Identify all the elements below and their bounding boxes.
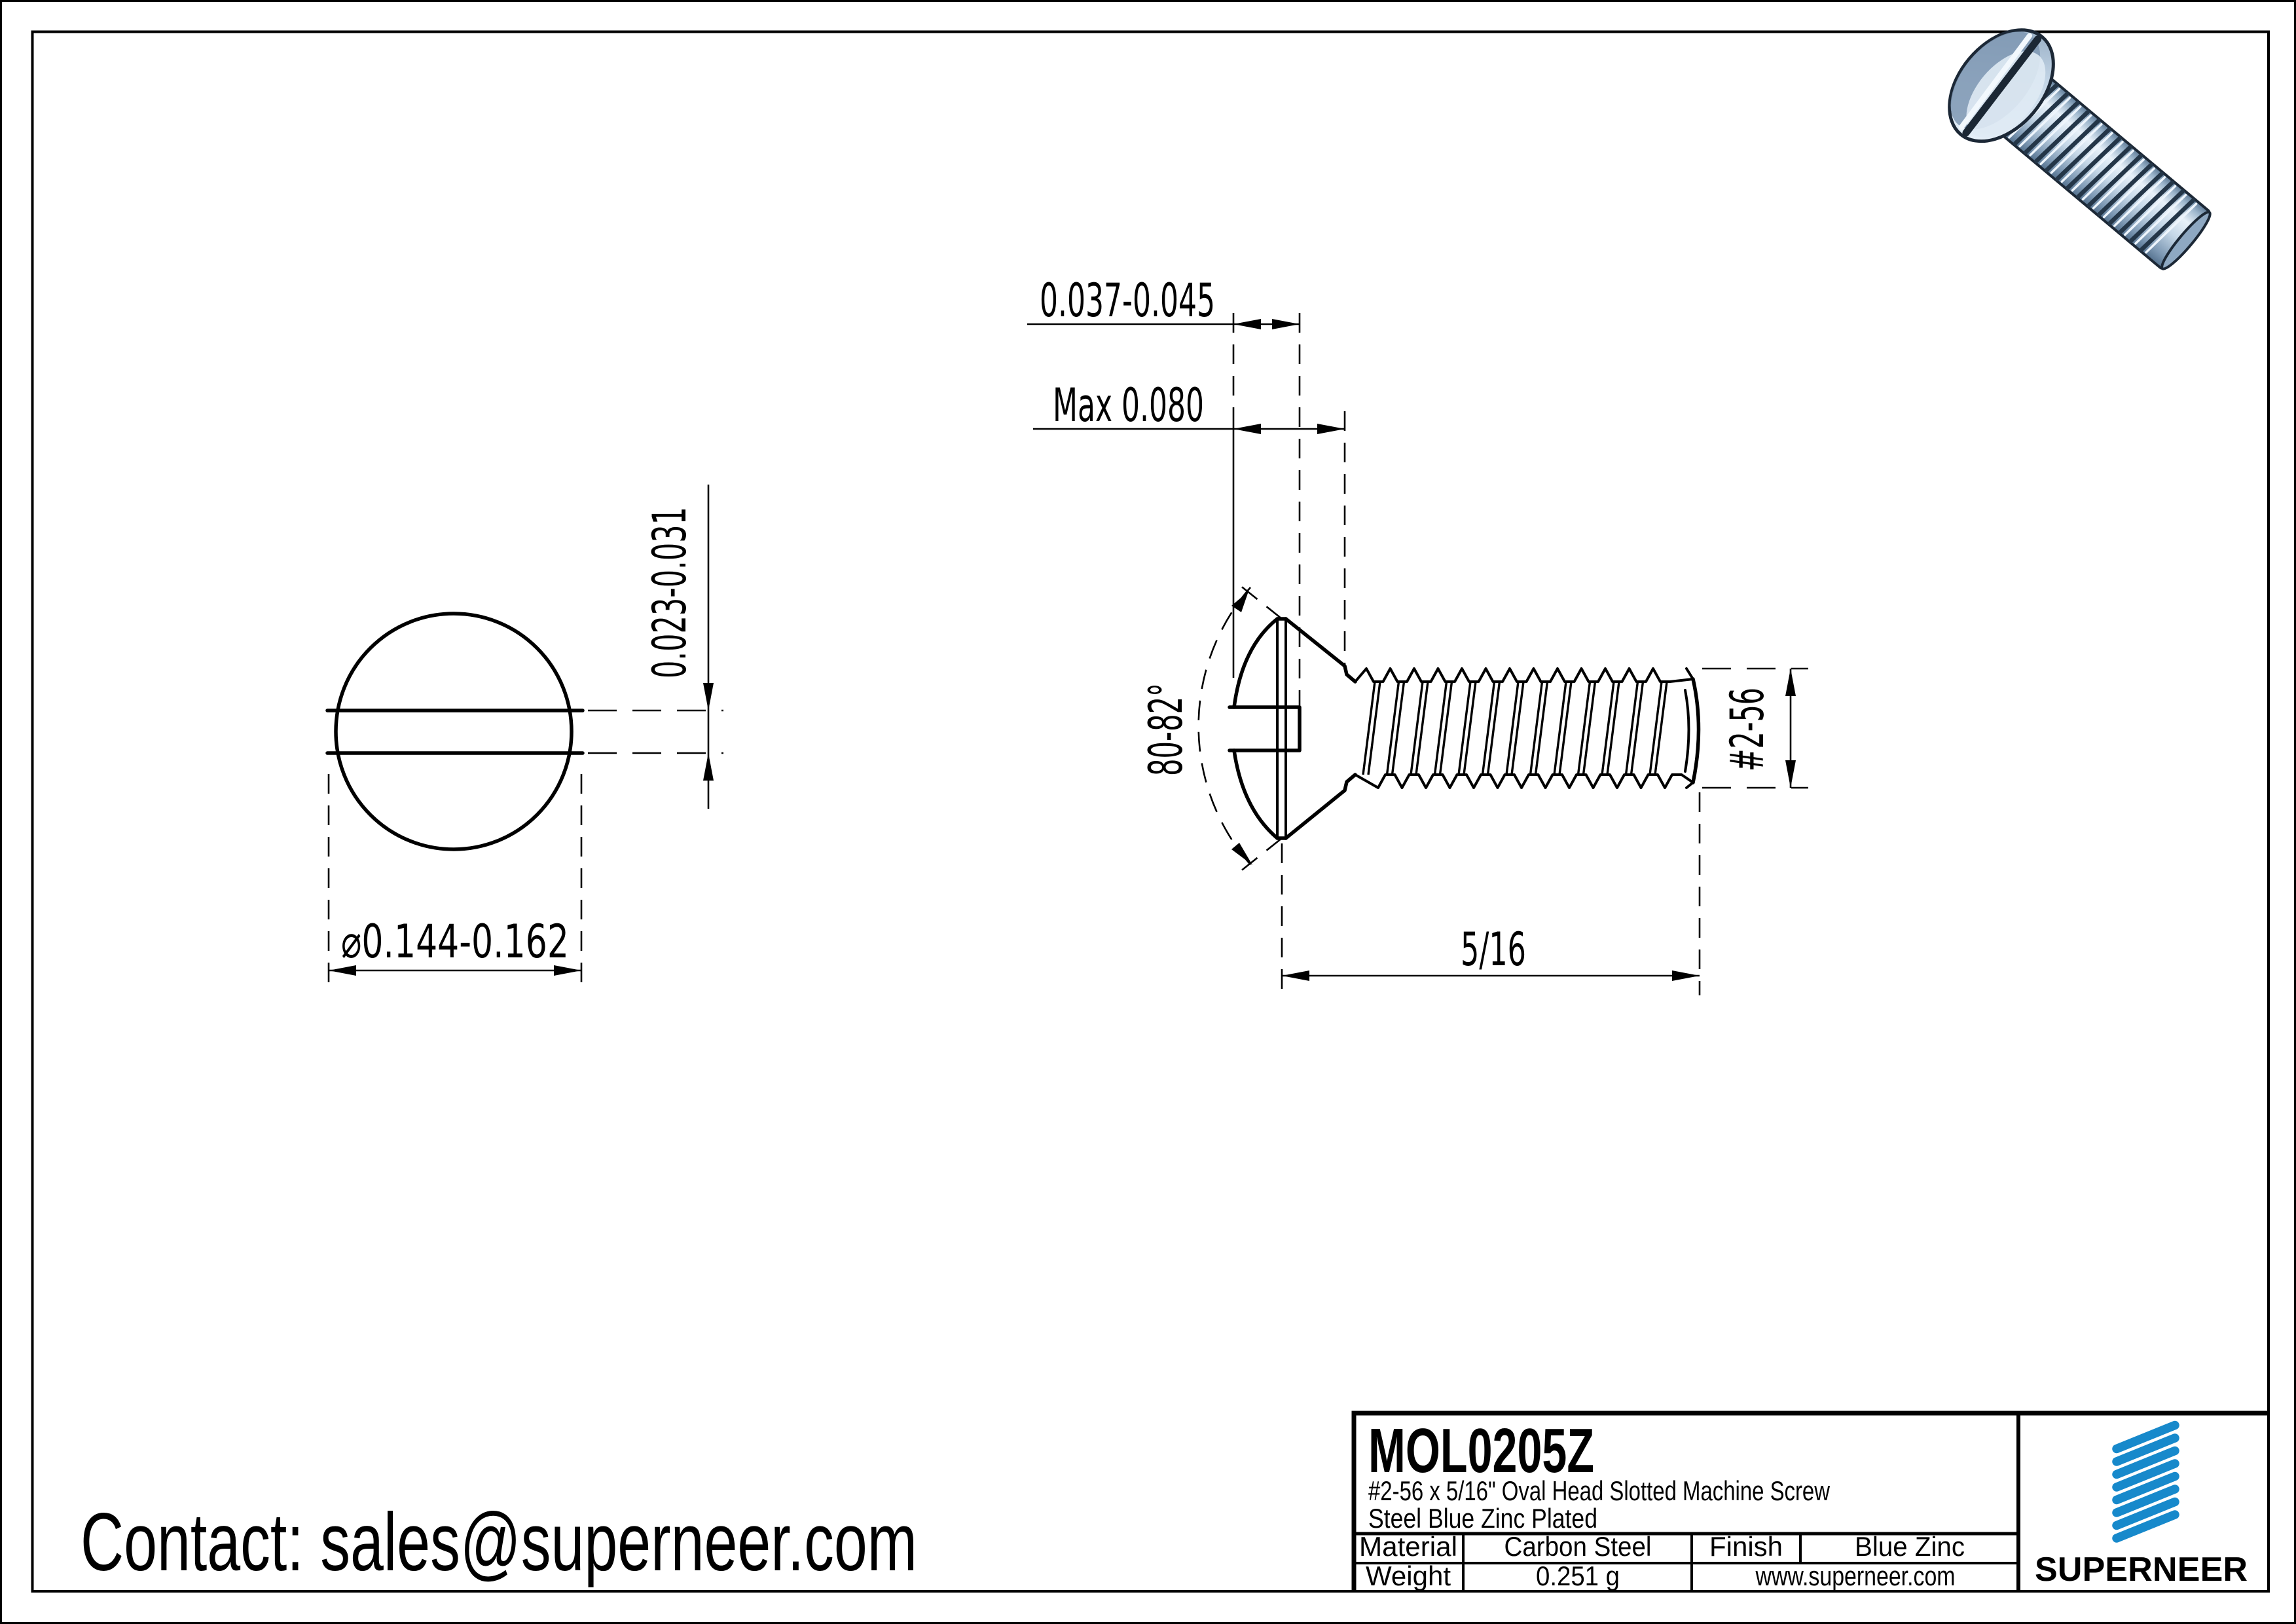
thread-ridge	[2034, 109, 2090, 164]
dim-head-height: Max 0.080	[1033, 378, 1346, 665]
weight-label: Weight	[1366, 1560, 1451, 1591]
finish-value: Blue Zinc	[1855, 1531, 1965, 1562]
thread-zigzag-bottom	[1354, 773, 1694, 789]
drawing-frame	[31, 30, 2270, 1593]
thread-ridge	[2071, 140, 2124, 192]
material-value: Carbon Steel	[1504, 1531, 1652, 1562]
head-height-value: Max 0.080	[1053, 378, 1204, 432]
slot-depth-value: 0.037-0.045	[1040, 274, 1215, 327]
thread-ridge	[2076, 145, 2132, 199]
finish-label: Finish	[1709, 1531, 1783, 1562]
head-face-highlight	[1966, 51, 2046, 138]
title-block: MOL0205Z #2-56 x 5/16" Oval Head Slotted…	[1351, 1411, 2269, 1591]
arrowhead	[1231, 843, 1252, 865]
side-view: 0.037-0.045 Max 0.080 80-82° #2-56	[1027, 274, 1808, 995]
screw-3d-render	[1948, 28, 2212, 270]
thread-ridge	[2081, 149, 2134, 201]
cone-top	[1284, 617, 1357, 684]
thread-ridge	[2050, 122, 2103, 174]
screw-tip	[2160, 210, 2212, 270]
title-block-outline	[1351, 1411, 2269, 1591]
arrowhead	[1672, 970, 1700, 981]
weight-value: 0.251 g	[1536, 1560, 1620, 1591]
dim-thread-size: #2-56	[1702, 667, 1808, 789]
thread-ridge	[2060, 132, 2113, 183]
cone-bottom	[1284, 773, 1357, 840]
thread-zigzag-top	[1354, 667, 1694, 683]
thread-ridge	[2092, 158, 2145, 210]
thread-ridge	[2066, 136, 2122, 190]
arrowhead	[1231, 591, 1248, 612]
description-line2: Steel Blue Zinc Plated	[1368, 1503, 1597, 1534]
thread-ridge	[2107, 172, 2164, 225]
dim-head-angle: 80-82°	[1139, 579, 1283, 878]
screw-slot	[1962, 35, 2042, 137]
head-angle-value: 80-82°	[1139, 683, 1193, 776]
column-lines	[1462, 1534, 1802, 1591]
part-number: MOL0205Z	[1368, 1416, 1594, 1486]
thread-ridge	[2018, 96, 2071, 148]
thread-ridge	[2102, 167, 2156, 219]
slot-highlight	[1958, 33, 2033, 130]
thread-ridge	[2134, 193, 2187, 245]
length-value: 5/16	[1461, 923, 1526, 976]
thread-ridge	[2055, 127, 2111, 181]
arrowhead	[1233, 319, 1261, 329]
arrowhead	[554, 965, 581, 976]
thread-ridge	[2029, 105, 2082, 157]
arrowhead	[1233, 424, 1261, 434]
thread-ridge	[2124, 185, 2177, 236]
slot-width-value: 0.023-0.031	[643, 507, 697, 678]
arrowhead	[1317, 424, 1345, 434]
head-circle	[334, 612, 574, 851]
head-dome-upper	[1232, 617, 1279, 709]
shank-end-chamfer	[1684, 667, 1694, 789]
arrowhead	[703, 753, 714, 781]
slot-notch	[1228, 705, 1302, 752]
flank-extension-bottom	[1233, 837, 1283, 878]
dim-head-diameter: ⌀0.144-0.162	[327, 774, 583, 989]
thread-ridge	[2039, 114, 2092, 166]
logo-hatch-icon	[2112, 1420, 2179, 1543]
website-link: www.superneer.com	[1755, 1560, 1956, 1591]
arrowhead	[1785, 669, 1796, 696]
description-line1: #2-56 x 5/16" Oval Head Slotted Machine …	[1368, 1475, 1831, 1506]
arrowhead	[1272, 319, 1300, 329]
material-label: Material	[1359, 1531, 1457, 1562]
head-diameter-value: ⌀0.144-0.162	[341, 915, 569, 969]
thread-ridge	[2145, 202, 2198, 254]
contact-text: Contact: sales@superneer.com	[81, 1497, 917, 1588]
thread-ridge	[2118, 180, 2174, 234]
shank-end-face	[1691, 677, 1701, 784]
arrowhead	[703, 683, 714, 710]
thread-ridge	[2013, 92, 2069, 146]
thread-ridge	[2045, 119, 2101, 172]
dim-slot-width: 0.023-0.031	[588, 485, 723, 809]
angle-arc	[1197, 587, 1255, 870]
brand-logo: SUPERNEER	[2035, 1420, 2251, 1589]
thread-ridge	[2097, 162, 2153, 217]
thread-flank-lines	[1362, 681, 1668, 775]
head-dome-lower	[1232, 748, 1279, 840]
thread-ridge	[2113, 175, 2166, 227]
brand-name: SUPERNEER	[2035, 1551, 2251, 1589]
arrowhead	[1785, 760, 1796, 788]
thread-size-value: #2-56	[1721, 688, 1774, 771]
flank-extension-top	[1233, 579, 1283, 620]
arrowhead	[329, 965, 356, 976]
dim-length: 5/16	[1281, 792, 1701, 995]
dim-slot-depth: 0.037-0.045	[1027, 274, 1301, 707]
thread-ridge	[2128, 189, 2185, 243]
arrowhead	[1282, 970, 1309, 981]
thread-profile	[1354, 667, 1694, 789]
thread-ridge	[2024, 101, 2080, 155]
thread-ridge	[2140, 198, 2196, 252]
front-view: 0.023-0.031 ⌀0.144-0.162	[325, 485, 723, 989]
screw-threads	[2002, 83, 2198, 254]
thread-ridge	[2086, 154, 2143, 208]
